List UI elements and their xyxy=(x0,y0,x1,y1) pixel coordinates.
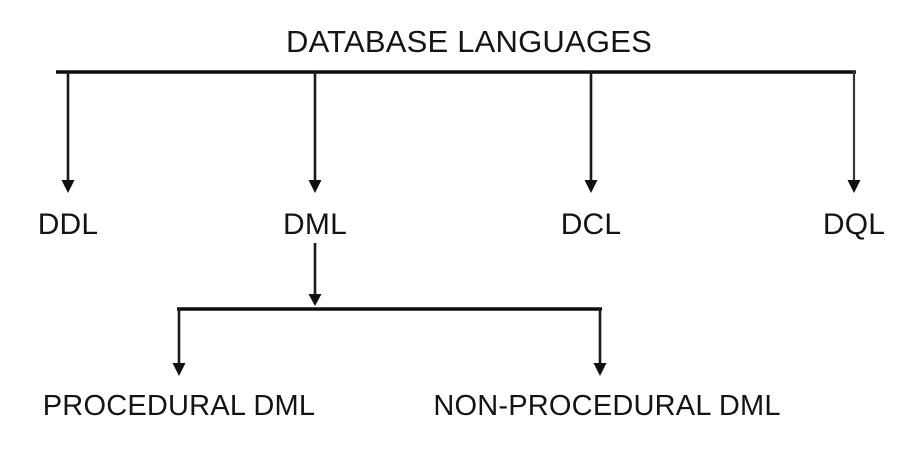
node-label-dcl: DCL xyxy=(561,208,622,241)
branch-procedural-dml: PROCEDURAL DML xyxy=(43,308,315,422)
dml-to-level2-connector xyxy=(308,243,322,306)
node-label-ddl: DDL xyxy=(38,208,99,241)
dml-arrow-icon xyxy=(308,180,322,193)
branch-ddl: DDL xyxy=(38,71,99,241)
non-procedural-dml-arrow-icon xyxy=(593,363,607,376)
branch-non-procedural-dml: NON-PROCEDURAL DML xyxy=(433,308,780,422)
node-label-dql: DQL xyxy=(823,208,885,241)
branch-dcl: DCL xyxy=(561,71,622,241)
ddl-arrow-icon xyxy=(61,180,75,193)
procedural-dml-arrow-icon xyxy=(172,363,186,376)
diagram-title: DATABASE LANGUAGES xyxy=(286,24,652,59)
dcl-arrow-icon xyxy=(584,180,598,193)
branch-dql: DQL xyxy=(823,71,885,241)
node-label-dml: DML xyxy=(283,208,347,241)
node-label-non-procedural-dml: NON-PROCEDURAL DML xyxy=(433,390,780,422)
branch-dml: DML xyxy=(283,71,347,241)
dml-sub-arrow-icon xyxy=(308,294,322,306)
node-label-procedural-dml: PROCEDURAL DML xyxy=(43,390,315,422)
dql-arrow-icon xyxy=(847,180,861,193)
